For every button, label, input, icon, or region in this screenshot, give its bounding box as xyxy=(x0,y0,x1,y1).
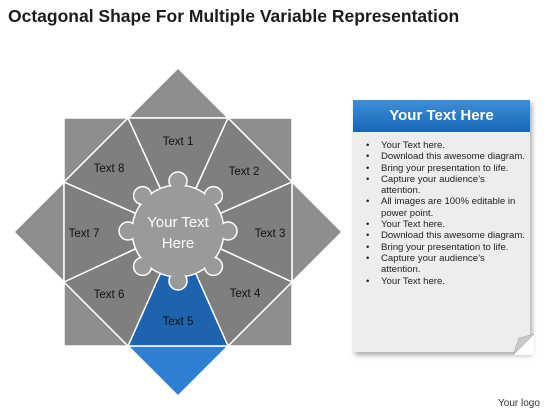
bullet-item: Bring your presentation to life. xyxy=(366,163,526,175)
bullet-item: Your Text here. xyxy=(366,140,526,152)
center-hub-fill xyxy=(133,186,223,276)
segment-label-3: Text 3 xyxy=(255,228,286,240)
star-tip xyxy=(12,180,65,284)
segment-label-6: Text 6 xyxy=(94,289,125,301)
center-text-line: Your Text xyxy=(147,214,210,231)
segment-label-5: Text 5 xyxy=(163,316,194,328)
bullet-item: Download this awesome diagram. xyxy=(366,151,526,163)
page-title: Octagonal Shape For Multiple Variable Re… xyxy=(8,6,460,26)
bullet-item: Download this awesome diagram. xyxy=(366,230,526,242)
segment-label-2: Text 2 xyxy=(229,166,260,178)
logo-text: Your logo xyxy=(498,398,540,409)
panel-header: Your Text Here xyxy=(353,100,530,132)
segment-label-1: Text 1 xyxy=(163,136,194,148)
star-tip xyxy=(126,66,230,119)
center-text-line: Here xyxy=(162,235,195,252)
segment-label-7: Text 7 xyxy=(69,228,100,240)
page-curl-icon xyxy=(513,334,534,355)
star-tip-highlighted xyxy=(126,345,230,398)
bullet-item: Capture your audience’s attention. xyxy=(366,174,526,197)
bullet-item: All images are 100% editable in power po… xyxy=(366,196,526,219)
bullet-item: Bring your presentation to life. xyxy=(366,242,526,254)
bullet-item: Your Text here. xyxy=(366,276,526,288)
bullet-item: Capture your audience’s attention. xyxy=(366,253,526,276)
bullet-item: Your Text here. xyxy=(366,219,526,231)
star-tip xyxy=(291,180,344,284)
text-panel: Your Text Here Your Text here.Download t… xyxy=(353,100,530,352)
bullet-list: Your Text here.Download this awesome dia… xyxy=(353,140,530,287)
segment-label-4: Text 4 xyxy=(230,288,261,300)
segment-label-8: Text 8 xyxy=(94,163,125,175)
